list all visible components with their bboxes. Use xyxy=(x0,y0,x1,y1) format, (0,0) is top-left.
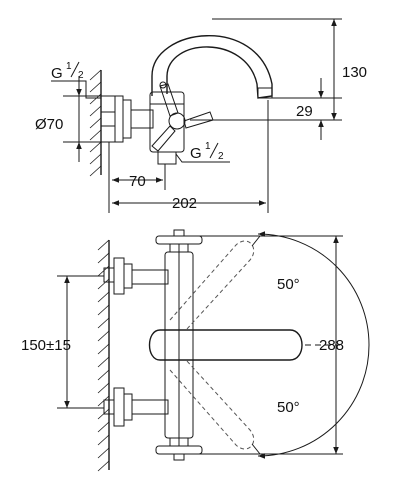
cross-handle-side xyxy=(151,81,214,152)
cross-handle-bottom-front xyxy=(155,445,203,461)
dimension-150: 150±15 xyxy=(21,276,71,408)
dim-202-label: 202 xyxy=(172,195,197,212)
wall-connection-upper xyxy=(103,257,169,295)
spout-front xyxy=(148,329,340,361)
dim-dia-70-label: Ø70 xyxy=(35,116,63,133)
dimension-70: 70 xyxy=(112,173,163,190)
dim-70-label: 70 xyxy=(129,173,146,190)
swivel-arc xyxy=(251,231,370,459)
extension-lines-top xyxy=(63,18,342,213)
thread-lower-num: 1 xyxy=(205,141,211,152)
mixer-body-side xyxy=(149,91,185,165)
angle-top-label: 50° xyxy=(277,276,300,293)
dimension-29: 29 xyxy=(296,78,324,140)
cross-handle-top-front xyxy=(155,229,203,245)
svg-text:G: G xyxy=(190,145,202,162)
extension-lines-bottom xyxy=(57,235,343,455)
thread-lower-letter: G xyxy=(190,145,202,162)
thread-callout-lower: G 1 2 xyxy=(175,141,230,163)
dimension-dia-70: Ø70 xyxy=(35,76,82,162)
thread-upper-den: 2 xyxy=(78,70,84,81)
wall-flange-top xyxy=(100,95,154,143)
wall-connection-lower xyxy=(103,387,169,427)
dim-130-label: 130 xyxy=(342,64,367,81)
wall-hatch-bottom xyxy=(97,239,110,472)
wall-hatch-top xyxy=(89,69,102,177)
dimension-288: 288 xyxy=(319,236,344,454)
spout-swivel-ghost xyxy=(169,240,255,450)
dim-29-label: 29 xyxy=(296,103,313,120)
thread-callout-upper: G 1 2 xyxy=(51,61,101,99)
angle-bottom-label: 50° xyxy=(277,399,300,416)
thread-upper-num: 1 xyxy=(66,61,72,72)
thread-lower-den: 2 xyxy=(218,151,224,162)
side-view: 130 29 Ø70 G 1 2 G xyxy=(35,18,367,213)
svg-text:G: G xyxy=(51,65,63,82)
dimension-202: 202 xyxy=(112,195,266,212)
dimension-130: 130 xyxy=(331,19,367,120)
dim-150-label: 150±15 xyxy=(21,337,71,354)
front-view: 50° 50° 150±15 288 xyxy=(21,229,370,472)
thread-upper-letter: G xyxy=(51,65,63,82)
spout-side xyxy=(151,35,273,99)
mixer-body-front xyxy=(164,243,194,447)
dim-288-label: 288 xyxy=(319,337,344,354)
